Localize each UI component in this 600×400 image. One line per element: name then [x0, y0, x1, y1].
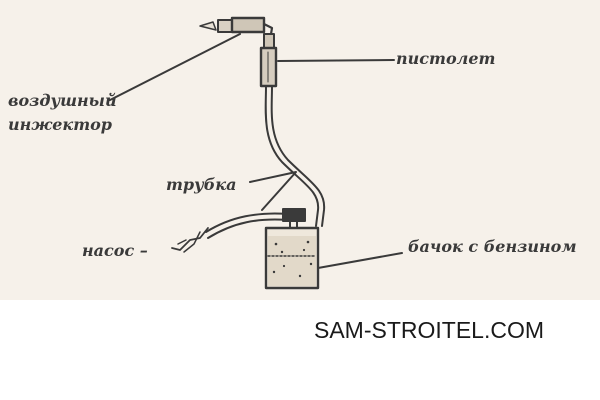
- label-tank: бачок с бензином: [408, 237, 577, 256]
- label-air-injector-line1: воздушный: [8, 91, 117, 110]
- fuel-tube: [264, 85, 326, 227]
- leader-tube: [249, 171, 297, 211]
- leader-lines: [109, 33, 403, 269]
- air-injector-nozzle: [199, 16, 275, 49]
- gun-body: [259, 46, 278, 88]
- leader-tank: [317, 252, 403, 269]
- gasoline-tank: [264, 226, 320, 290]
- label-air-injector-line2: инжектор: [8, 115, 112, 134]
- spray-gun-diagram: воздушный инжектор пистолет трубка насос…: [8, 16, 577, 290]
- pump-hose: [171, 212, 289, 253]
- label-gun: пистолет: [396, 49, 495, 68]
- site-watermark: SAM-STROITEL.COM: [314, 317, 545, 343]
- leader-air-injector: [109, 33, 241, 101]
- label-pump: насос –: [82, 241, 148, 260]
- label-tube: трубка: [166, 175, 236, 194]
- leader-gun: [277, 59, 395, 62]
